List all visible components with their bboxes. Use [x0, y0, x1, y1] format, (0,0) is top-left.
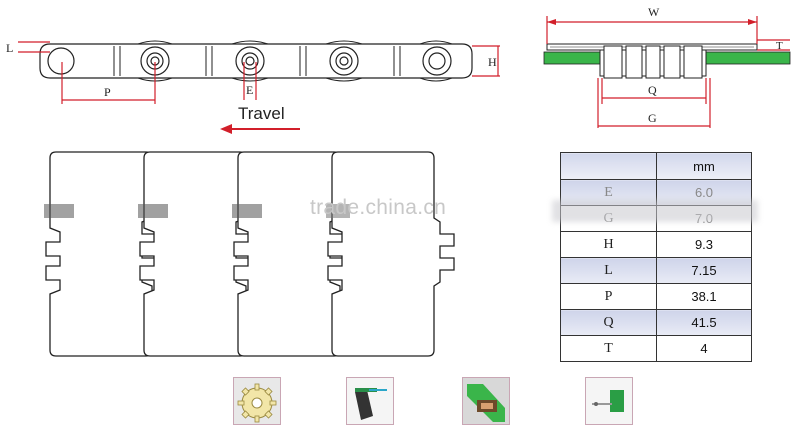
chain-guide-thumbnail[interactable] — [346, 377, 394, 425]
spec-value: 38.1 — [656, 283, 752, 310]
spec-value: 41.5 — [656, 309, 752, 336]
spec-row-l: L 7.15 — [560, 257, 752, 284]
label-h: H — [488, 55, 497, 69]
label-p: P — [104, 85, 111, 99]
label-t: T — [776, 40, 783, 52]
link-plate-4 — [327, 151, 455, 357]
label-g: G — [648, 111, 657, 125]
spec-row-p: P 38.1 — [560, 283, 752, 310]
spec-key: Q — [560, 309, 657, 336]
spec-value: 4 — [656, 335, 752, 362]
wear-strip-thumbnail[interactable] — [462, 377, 510, 425]
spec-row-t: T 4 — [560, 335, 752, 362]
sprocket-thumbnail[interactable] — [233, 377, 281, 425]
label-e: E — [246, 83, 253, 97]
top-view-diagram — [44, 151, 455, 357]
travel-label: Travel — [238, 104, 285, 123]
sprocket-icon — [234, 378, 280, 424]
spec-row-q: Q 41.5 — [560, 309, 752, 336]
spec-table-header: mm — [560, 152, 752, 180]
label-l: L — [6, 41, 13, 55]
dimension-spec-table: mm E 6.0 G 7.0 H 9.3 L 7.15 P 38.1 Q 41.… — [560, 152, 752, 362]
spec-key: H — [560, 231, 657, 258]
spec-row-h: H 9.3 — [560, 231, 752, 258]
spec-value: 7.15 — [656, 257, 752, 284]
spec-key: P — [560, 283, 657, 310]
label-w: W — [648, 5, 660, 19]
spec-header-key — [560, 152, 657, 180]
spec-key: T — [560, 335, 657, 362]
label-q: Q — [648, 83, 657, 97]
watermark-text: trade.china.cn — [310, 196, 447, 219]
wear-strip-icon — [463, 378, 509, 424]
end-view-diagram: W T Q G — [543, 5, 791, 128]
travel-arrow — [220, 124, 300, 134]
return-guide-thumbnail[interactable] — [585, 377, 633, 425]
return-guide-icon — [586, 378, 632, 424]
obscured-overlay — [552, 200, 758, 222]
spec-key: L — [560, 257, 657, 284]
side-view-diagram: L P E H — [6, 40, 500, 134]
spec-value: 9.3 — [656, 231, 752, 258]
spec-header-unit: mm — [656, 152, 752, 180]
chain-guide-icon — [347, 378, 393, 424]
